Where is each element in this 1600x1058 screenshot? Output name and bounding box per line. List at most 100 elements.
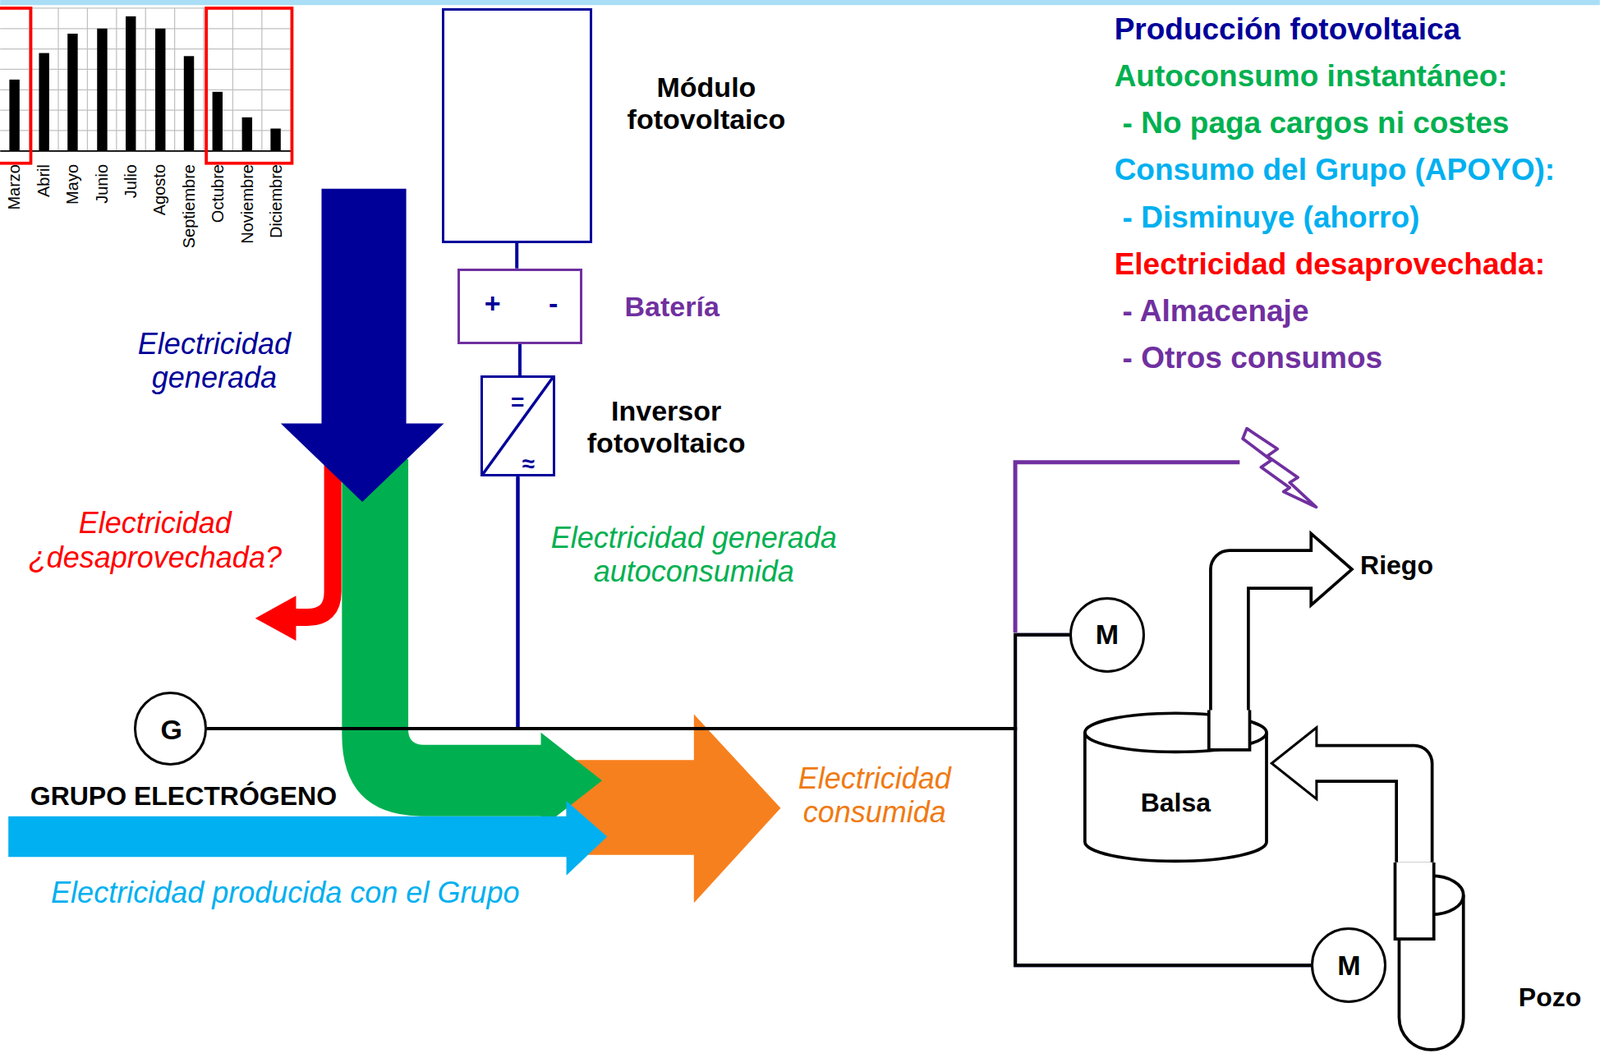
dc-symbol: = bbox=[510, 389, 525, 416]
generator-label: GRUPO ELECTRÓGENO bbox=[30, 781, 337, 812]
pozo-outline bbox=[1393, 862, 1470, 1057]
irrigation-pipe-arrow bbox=[1229, 533, 1352, 717]
battery-box: +-Batería bbox=[457, 268, 584, 345]
generated-flow-arrow bbox=[280, 188, 445, 502]
balsa-outline bbox=[1209, 710, 1249, 750]
generator-symbol: G bbox=[160, 713, 183, 746]
bar-chart bbox=[9, 16, 281, 152]
ac-wire bbox=[517, 476, 1311, 966]
bar-chart bbox=[87, 8, 88, 152]
module-label: Módulo fotovoltaico bbox=[620, 71, 793, 136]
pipe-arrowhead bbox=[1271, 727, 1317, 800]
generator-circle: GGRUPO ELECTRÓGENO bbox=[133, 691, 207, 765]
consumed-flow-arrow bbox=[566, 713, 782, 903]
motor-circle: M bbox=[1310, 927, 1387, 1003]
pond-cylinder: Balsa bbox=[1083, 712, 1269, 863]
legend-note: - Almacenaje bbox=[1122, 294, 1310, 330]
bar-chart bbox=[155, 28, 166, 152]
water-pipe-arrow bbox=[1271, 727, 1415, 863]
dc-wire bbox=[518, 344, 522, 377]
dc-wire bbox=[516, 243, 518, 269]
bar-chart bbox=[115, 8, 117, 152]
other-loads-wire bbox=[1242, 428, 1316, 508]
month-label: Septiembre bbox=[179, 164, 198, 249]
legend-note: Consumo del Grupo (APOYO): bbox=[1114, 152, 1555, 189]
self-consumed-flow-arrow bbox=[341, 459, 603, 829]
wasted-flow-arrow bbox=[291, 464, 333, 617]
bus-wire bbox=[206, 634, 1070, 729]
dc-wire bbox=[514, 243, 519, 269]
bar-chart bbox=[206, 8, 292, 164]
ac-wire bbox=[517, 476, 1069, 729]
bar-chart bbox=[0, 8, 292, 164]
month-label: Diciembre bbox=[266, 164, 286, 239]
bar-chart bbox=[125, 16, 136, 152]
month-label: Marzo bbox=[4, 164, 24, 211]
ac-wire bbox=[517, 476, 1069, 729]
legend-note: - Otros consumos bbox=[1122, 340, 1384, 377]
irrigation-pipe-arrow bbox=[1310, 533, 1352, 606]
top-band bbox=[0, 0, 1600, 5]
balsa-outline bbox=[1085, 732, 1267, 862]
month-label: Abril bbox=[33, 164, 53, 198]
bar-chart bbox=[67, 33, 78, 152]
flow-label: Electricidad generada autoconsumida bbox=[535, 520, 852, 589]
generated-flow-arrow bbox=[280, 188, 445, 502]
month-label: Octubre bbox=[208, 164, 228, 223]
legend-note: Autoconsumo instantáneo: bbox=[1114, 59, 1509, 95]
balsa-outline bbox=[1209, 710, 1251, 750]
inv-outline bbox=[482, 377, 553, 474]
generator-flow-arrow bbox=[8, 800, 607, 876]
month-label: Noviembre bbox=[237, 164, 257, 244]
motor-circle: M bbox=[1069, 597, 1145, 673]
flow-label: Electricidad ¿desaprovechada? bbox=[17, 505, 293, 575]
bar-chart bbox=[242, 117, 253, 152]
bar-chart bbox=[0, 8, 31, 164]
terminal-sign: - bbox=[548, 287, 558, 320]
legend-note: - Disminuye (ahorro) bbox=[1122, 200, 1421, 236]
bar-chart bbox=[9, 79, 19, 152]
month-label: Agosto bbox=[150, 164, 170, 216]
bar-chart bbox=[38, 53, 49, 152]
self-consumed-flow-arrow bbox=[341, 459, 603, 829]
bar-chart bbox=[270, 128, 281, 151]
pozo-outline bbox=[1394, 862, 1463, 1050]
month-label: Julio bbox=[121, 164, 141, 198]
month-label: Mayo bbox=[63, 164, 83, 205]
bar-chart bbox=[96, 28, 107, 152]
bar-chart bbox=[232, 8, 234, 152]
battery-label: Batería bbox=[625, 290, 720, 323]
wasted-flow-arrow bbox=[255, 595, 297, 641]
terminal-sign: + bbox=[484, 287, 502, 320]
motor-symbol: M bbox=[1095, 618, 1119, 651]
pond-label: Balsa bbox=[1140, 787, 1211, 819]
bar-chart bbox=[202, 8, 204, 152]
bar-chart bbox=[212, 91, 223, 152]
month-label: Junio bbox=[91, 164, 111, 204]
flow-label: Electricidad generada bbox=[115, 326, 313, 396]
pipe-inner bbox=[1312, 763, 1415, 863]
legend-note: Producción fotovoltaica bbox=[1114, 12, 1461, 48]
motor-symbol: M bbox=[1337, 949, 1361, 982]
bus-wire bbox=[206, 728, 1311, 966]
bar-chart bbox=[0, 27, 292, 29]
irrigation-label: Riego bbox=[1360, 550, 1434, 581]
pv-module: Módulo fotovoltaico bbox=[441, 8, 593, 244]
balsa-outline bbox=[1083, 712, 1269, 863]
bar-chart bbox=[57, 8, 59, 152]
ac-symbol: ≈ bbox=[521, 450, 534, 478]
inverter-box: =≈Inversor fotovoltaico bbox=[480, 375, 556, 477]
pozo-outline bbox=[1396, 862, 1434, 939]
inv-outline bbox=[482, 377, 553, 474]
other-loads-wire bbox=[1015, 428, 1316, 633]
bar-chart bbox=[145, 8, 147, 152]
bar-chart bbox=[261, 8, 263, 152]
inverter-label: Inversor fotovoltaico bbox=[583, 395, 749, 460]
bar-chart bbox=[0, 8, 292, 152]
legend-note: Electricidad desaprovechada: bbox=[1114, 247, 1545, 283]
legend-note: - No paga cargos ni costes bbox=[1122, 105, 1510, 142]
top-band bbox=[0, 0, 1600, 5]
well-label: Pozo bbox=[1518, 982, 1582, 1013]
balsa-outline bbox=[1085, 710, 1267, 862]
